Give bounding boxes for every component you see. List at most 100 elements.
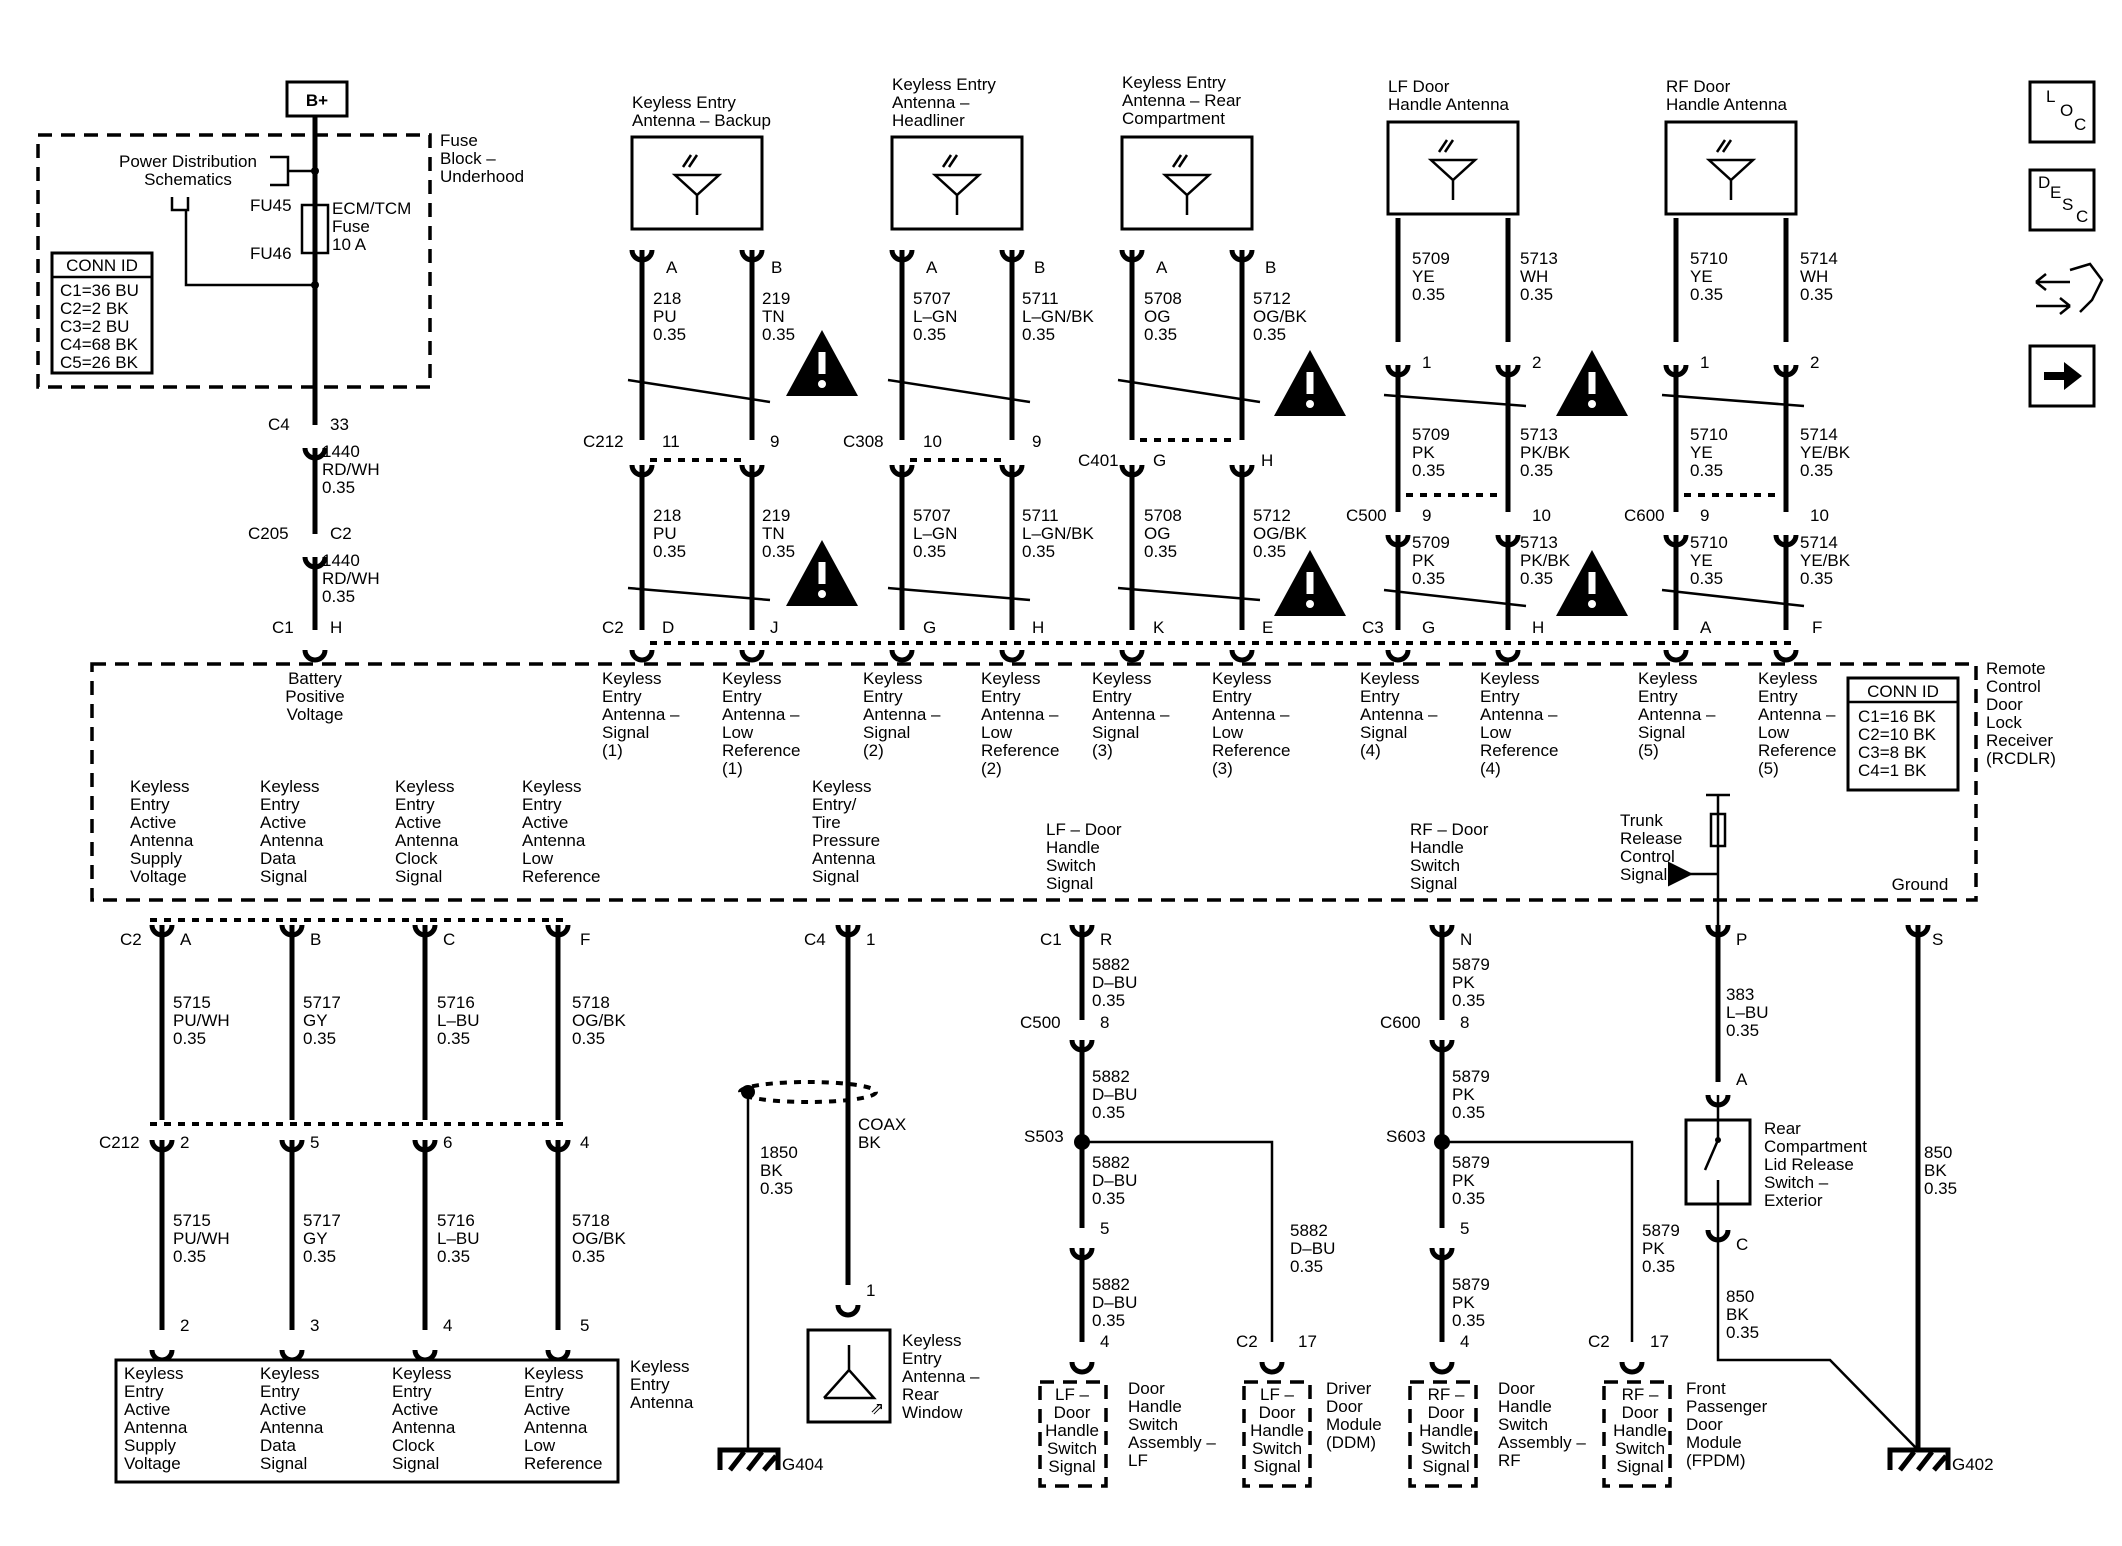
wire-label: OG/BK bbox=[1253, 307, 1308, 326]
function-label-line: Keyless bbox=[1758, 669, 1818, 688]
wire-label: L–BU bbox=[437, 1229, 480, 1248]
wire-label: YE bbox=[1690, 551, 1713, 570]
wire-label: 5714 bbox=[1800, 425, 1838, 444]
function-label-line: Entry bbox=[863, 687, 903, 706]
wire-label: B bbox=[1034, 258, 1045, 277]
wire-label: N bbox=[1460, 930, 1472, 949]
function-label-line: (1) bbox=[602, 741, 623, 760]
wire-label: PU/WH bbox=[173, 1011, 230, 1030]
wire-label: PU bbox=[653, 524, 677, 543]
wire-label: 0.35 bbox=[1924, 1179, 1957, 1198]
wire-label: 6 bbox=[443, 1133, 452, 1152]
wire-label: G bbox=[923, 618, 936, 637]
wire-label: PK bbox=[1452, 973, 1475, 992]
fpdm-box bbox=[1602, 1380, 1672, 1488]
wire-label: F bbox=[580, 930, 590, 949]
antenna-title-line: Antenna – Rear bbox=[1122, 91, 1241, 110]
connector-icon[interactable] bbox=[2035, 262, 2104, 315]
wire-label: 0.35 bbox=[913, 542, 946, 561]
fuse-block-label-line: Fuse bbox=[440, 131, 478, 150]
function-label-line: Antenna bbox=[395, 831, 459, 850]
wire-label: 0.35 bbox=[303, 1247, 336, 1266]
desc-icon[interactable]: D E S C bbox=[2028, 168, 2096, 232]
wire-label: P bbox=[1736, 930, 1747, 949]
loc-icon[interactable]: L O C bbox=[2028, 80, 2096, 144]
wire-label: 0.35 bbox=[1412, 285, 1445, 304]
wire-label: S503 bbox=[1024, 1127, 1064, 1146]
wire-label: 0.35 bbox=[1452, 1311, 1485, 1330]
function-label-line: Antenna – bbox=[1758, 705, 1836, 724]
pds-bracket bbox=[270, 155, 315, 187]
wire-label: BK bbox=[1726, 1305, 1749, 1324]
function-label-line: Antenna – bbox=[1480, 705, 1558, 724]
fuse-block-label-line: Underhood bbox=[440, 167, 524, 186]
rf-door-handle-switch-box bbox=[1408, 1380, 1478, 1488]
pds-label-line: Schematics bbox=[144, 170, 232, 189]
fuse-text-line: ECM/TCM bbox=[332, 199, 411, 218]
wire-label: 4 bbox=[1460, 1332, 1469, 1351]
antenna-title-line: Handle Antenna bbox=[1388, 95, 1510, 114]
wire-label: 4 bbox=[1100, 1332, 1109, 1351]
svg-text:O: O bbox=[2060, 101, 2073, 120]
wire-label: L–BU bbox=[1726, 1003, 1769, 1022]
function-label-line: LF – bbox=[1055, 1385, 1090, 1404]
function-label-line: Supply bbox=[130, 849, 182, 868]
wire-label: 5711 bbox=[1022, 506, 1059, 525]
function-label-line: Entry bbox=[902, 1349, 942, 1368]
wire-label: PU/WH bbox=[173, 1229, 230, 1248]
function-label-line: Entry bbox=[602, 687, 642, 706]
conn-id-entry: C4=68 BK bbox=[60, 335, 139, 354]
function-label-line: Keyless bbox=[130, 777, 190, 796]
function-label-line: (2) bbox=[981, 759, 1002, 778]
wire-label: 5714 bbox=[1800, 533, 1838, 552]
function-label-line: Switch – bbox=[1764, 1173, 1829, 1192]
function-label-line: Window bbox=[902, 1403, 963, 1422]
function-label-line: Entry bbox=[981, 687, 1021, 706]
rcdlr-conn-entry: C4=1 BK bbox=[1858, 761, 1927, 780]
function-label-line: Keyless bbox=[1092, 669, 1152, 688]
function-label-line: Keyless bbox=[863, 669, 923, 688]
wire-label: C bbox=[443, 930, 455, 949]
function-label-line: Entry bbox=[124, 1382, 164, 1401]
wire-label: C1 bbox=[272, 618, 294, 637]
next-arrow-icon[interactable] bbox=[2028, 344, 2096, 408]
wire-label: 0.35 bbox=[303, 1029, 336, 1048]
wire-label: 0.35 bbox=[1452, 1103, 1485, 1122]
rcdlr-label-line: Door bbox=[1986, 695, 2023, 714]
function-label-line: Keyless bbox=[1638, 669, 1698, 688]
wire-label: OG/BK bbox=[572, 1011, 627, 1030]
splice-s603 bbox=[1434, 1134, 1450, 1150]
function-label-line: Antenna – bbox=[1092, 705, 1170, 724]
wire-label: 0.35 bbox=[1800, 569, 1833, 588]
wire-label: 8 bbox=[1460, 1013, 1469, 1032]
function-label-line: Door bbox=[1686, 1415, 1723, 1434]
wire-label: YE bbox=[1412, 267, 1435, 286]
wire-label: 5713 bbox=[1520, 249, 1558, 268]
wire-label: 10 bbox=[1810, 506, 1829, 525]
function-label-line: Keyless bbox=[722, 669, 782, 688]
wire-label: 5715 bbox=[173, 1211, 211, 1230]
wire-label: 1440 bbox=[322, 442, 360, 461]
wire-label: C4 bbox=[268, 415, 290, 434]
wire-label: 4 bbox=[443, 1316, 452, 1335]
wire-label: 0.35 bbox=[653, 542, 686, 561]
wire-label: C2 bbox=[602, 618, 624, 637]
wire-label: 9 bbox=[1422, 506, 1431, 525]
wire-label: 5882 bbox=[1092, 1275, 1130, 1294]
wire-label: 1850 bbox=[760, 1143, 798, 1162]
conn-id-title: CONN ID bbox=[66, 256, 138, 275]
wire-label: 0.35 bbox=[1092, 1189, 1125, 1208]
wire-label: 1 bbox=[1700, 353, 1709, 372]
function-label-line: Antenna – bbox=[1360, 705, 1438, 724]
wire-label: B bbox=[771, 258, 782, 277]
wire-label: 10 bbox=[1532, 506, 1551, 525]
function-label-line: Keyless bbox=[395, 777, 455, 796]
function-label-line: Entry bbox=[395, 795, 435, 814]
wire-label: 0.35 bbox=[1144, 325, 1177, 344]
wire-label: 5879 bbox=[1452, 955, 1490, 974]
fu46-label: FU46 bbox=[250, 244, 292, 263]
function-label-line: Supply bbox=[124, 1436, 176, 1455]
